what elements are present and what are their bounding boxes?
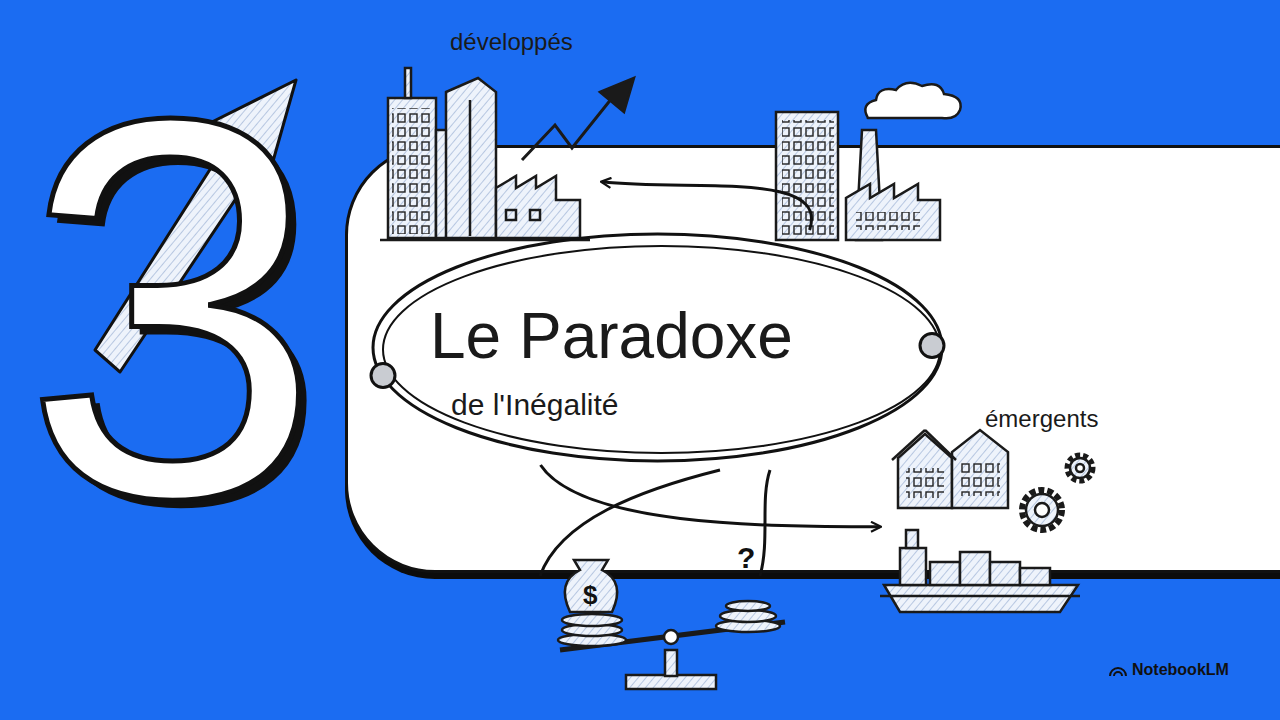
paradox-loop: Le Paradoxe de l'Inégalité: [365, 230, 950, 465]
factory: [776, 83, 961, 240]
curved-arrow: [541, 465, 881, 527]
watermark: NotebookLM: [1132, 662, 1229, 678]
group-heading: développés: [450, 28, 573, 56]
emerging-illustration: [880, 430, 1093, 612]
dollar-sign: $: [583, 582, 597, 608]
section-number: 3: [22, 38, 322, 578]
main-heading: Le Paradoxe: [430, 300, 793, 374]
curved-arrow: [602, 182, 812, 230]
balance-scale: [558, 560, 785, 689]
subheading: de l'Inégalité: [451, 388, 619, 423]
emerging-group: émergents: [880, 405, 1162, 615]
watermark-icon: [1110, 668, 1126, 676]
developed-buildings: [380, 68, 634, 240]
group-heading: émergents: [985, 405, 1098, 433]
question-mark: ?: [737, 543, 755, 573]
developed-group: développés: [380, 22, 602, 244]
